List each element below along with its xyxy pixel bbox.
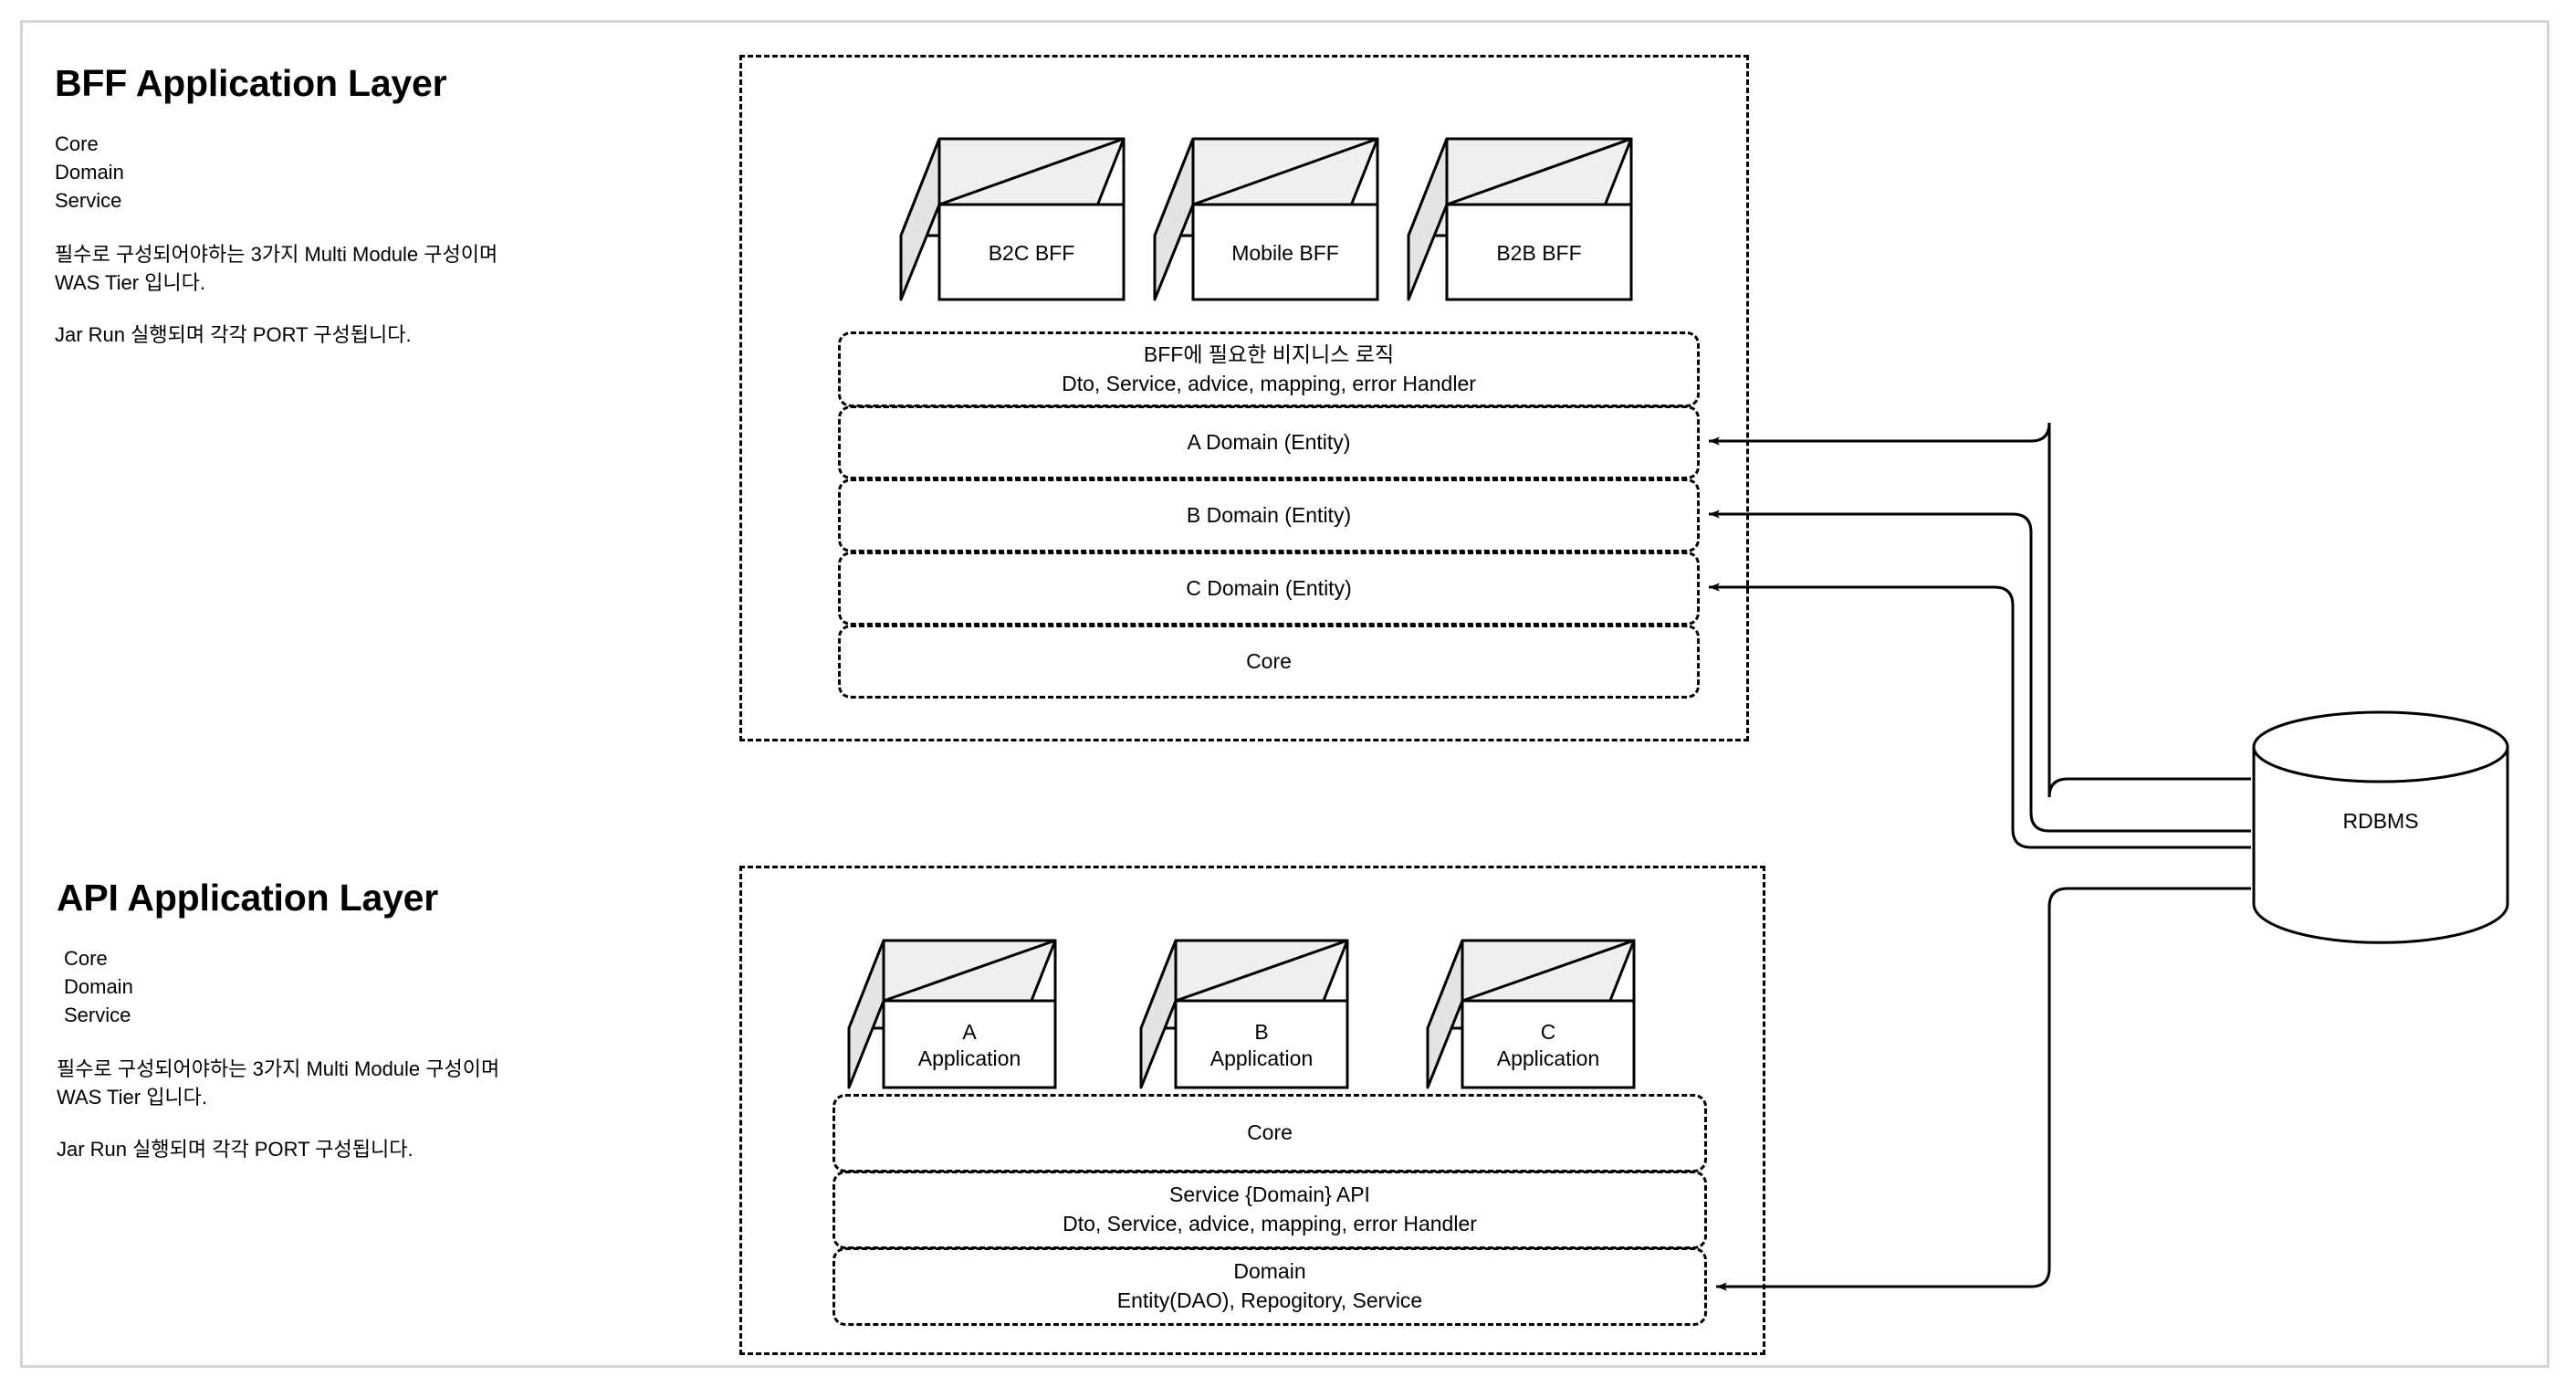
cube-shape [847, 939, 1057, 1089]
rdbms-label: RDBMS [2342, 809, 2419, 833]
cube-a-application[interactable]: A Application [847, 939, 1057, 1089]
cube-c-application[interactable]: C Application [1426, 939, 1636, 1089]
row-line-1: BFF에 필요한 비지니스 로직 [1143, 342, 1395, 366]
api-module-list: Core Domain Service [64, 947, 133, 1027]
row-line-1: B Domain (Entity) [1186, 502, 1352, 527]
row-line-1: A Domain (Entity) [1187, 429, 1351, 454]
api-stack-row-service-api[interactable]: Service {Domain} API Dto, Service, advic… [832, 1171, 1707, 1249]
api-layer-title: API Application Layer [57, 877, 439, 919]
row-line-1: Domain [1233, 1259, 1306, 1284]
bff-module-list: Core Domain Service [55, 132, 124, 213]
bff-note-primary: 필수로 구성되어야하는 3가지 Multi Module 구성이며 WAS Ti… [55, 242, 498, 294]
cube-b-application[interactable]: B Application [1139, 939, 1349, 1089]
bff-stack-row-business-logic[interactable]: BFF에 필요한 비지니스 로직 Dto, Service, advice, m… [838, 331, 1700, 407]
rdbms-database-node[interactable]: RDBMS [2251, 710, 2510, 946]
cube-shape [1153, 137, 1379, 301]
bff-layer-container [739, 55, 1749, 741]
cube-shape [1426, 939, 1636, 1089]
row-line-1: C Domain (Entity) [1186, 575, 1352, 600]
api-note-primary: 필수로 구성되어야하는 3가지 Multi Module 구성이며 WAS Ti… [57, 1056, 500, 1109]
bff-stack-row-a-domain[interactable]: A Domain (Entity) [838, 405, 1700, 479]
bff-stack-row-b-domain[interactable]: B Domain (Entity) [838, 478, 1700, 552]
cube-shape [1407, 137, 1633, 301]
bff-layer-panel: BFF Application Layer Core Domain Servic… [55, 62, 657, 349]
bff-stack-row-core[interactable]: Core [838, 625, 1700, 699]
cube-shape [1139, 939, 1349, 1089]
row-line-1: Service {Domain} API [1169, 1183, 1370, 1207]
bff-note-secondary: Jar Run 실행되며 각각 PORT 구성됩니다. [55, 323, 412, 347]
cube-shape [899, 137, 1126, 301]
api-stack-row-core[interactable]: Core [832, 1094, 1707, 1172]
bff-layer-title: BFF Application Layer [55, 62, 447, 104]
row-line-1: Core [1247, 1120, 1293, 1145]
cube-b2b-bff[interactable]: B2B BFF [1407, 137, 1633, 301]
bff-stack-row-c-domain[interactable]: C Domain (Entity) [838, 552, 1700, 625]
row-line-2: Entity(DAO), Repogitory, Service [1116, 1288, 1423, 1312]
database-cylinder-icon [2252, 710, 2509, 944]
row-line-1: Core [1246, 648, 1292, 673]
api-note-secondary: Jar Run 실행되며 각각 PORT 구성됩니다. [57, 1138, 414, 1161]
row-line-2: Dto, Service, advice, mapping, error Han… [1062, 371, 1476, 395]
api-layer-panel: API Application Layer Core Domain Servic… [57, 877, 659, 1163]
cube-b2c-bff[interactable]: B2C BFF [899, 137, 1126, 301]
api-stack-row-domain[interactable]: Domain Entity(DAO), Repogitory, Service [832, 1247, 1707, 1326]
cube-mobile-bff[interactable]: Mobile BFF [1153, 137, 1379, 301]
row-line-2: Dto, Service, advice, mapping, error Han… [1063, 1212, 1477, 1235]
